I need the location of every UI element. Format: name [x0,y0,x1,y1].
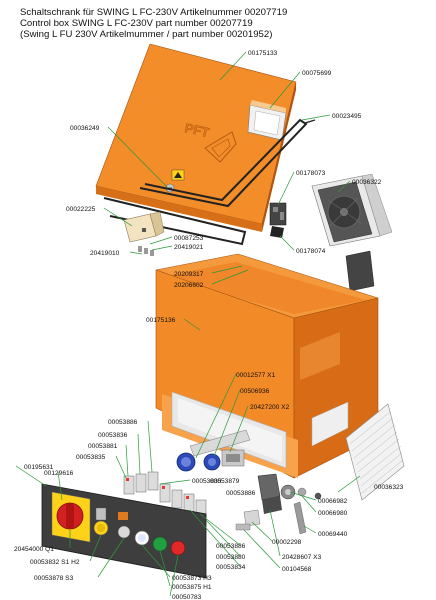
callout-filter-fan: 00036322 [352,179,382,186]
callout-00050783: 00050783 [172,594,202,600]
callout-x3: 20428607 X3 [282,554,322,561]
callout-s3: 00053878 S3 [34,575,74,582]
callout-h2: 00053832 S1 H2 [30,559,80,566]
connector-assembly [176,429,251,472]
pft-logo: PFT [183,120,237,163]
callout-hinge-a: 00178073 [296,170,326,177]
callout-00104568: 00104568 [282,566,312,573]
title-line-1: Schaltschrank für SWING L FC-230V Artike… [20,7,288,18]
leader-lines [15,51,361,597]
callout-00053886-b: 00053886 [226,490,256,497]
callout-00053835-b: 00053835 [192,478,222,485]
callout-00195631: 00195631 [24,464,54,471]
callout-lock: 00036249 [70,125,100,132]
filter-fan [311,173,393,292]
callout-screws-a: 20209317 [174,271,204,278]
callout-hinge-b: 00178074 [296,248,326,255]
callout-din-small-b: 20419021 [174,244,204,251]
callout-din-small-a: 00087253 [174,235,204,242]
callout-h3: 00053873 H3 [172,575,212,582]
callout-door: 00175133 [248,50,278,57]
control-panel [41,483,207,579]
callout-00053886-c: 00053886 [216,543,246,550]
door-gasket [139,118,308,208]
door-logo-text: PFT [183,120,210,140]
callout-grille: 00036323 [374,484,404,491]
callout-enclosure: 00175136 [146,317,176,324]
door: PFT [95,43,297,232]
callout-00053835-a: 00053835 [76,454,106,461]
callout-00053881: 00053881 [88,443,118,450]
callout-labels: 00175133 00075699 00023495 00036249 0017… [14,50,404,600]
callout-x1: 00012577 X1 [236,372,276,379]
callout-h1: 00053875 H1 [172,584,212,591]
callout-00053880: 00053880 [216,554,246,561]
callout-terminal-block: 00022225 [66,206,96,213]
callout-00066982: 00066982 [318,498,348,505]
callout-din-small-c: 20419010 [90,250,120,257]
callout-x2: 20427200 X2 [250,404,290,411]
callout-00053834: 00053834 [216,564,246,571]
callout-00053836: 00053836 [98,432,128,439]
callout-00053886-a: 00053886 [108,419,138,426]
callout-q1: 20454000 Q1 [14,546,54,553]
callout-00002298: 00002298 [272,539,302,546]
connector-x1 [176,452,196,472]
callout-gasket: 00023495 [332,113,362,120]
callout-00069440: 00069440 [318,531,348,538]
callout-screws-b: 20206602 [174,282,204,289]
terminal-block [123,211,165,256]
vent-grille [345,403,405,501]
title-line-2: Control box SWING L FC-230V part number … [20,18,253,29]
callout-window: 00075699 [302,70,332,77]
contact-blocks [123,471,207,519]
window-part [247,100,287,141]
callout-conn-body: 00506936 [240,388,270,395]
hinge-parts [269,202,287,238]
callout-00129616: 00129616 [44,470,74,477]
callout-00053879: 00053879 [210,478,240,485]
main-switch-q1 [56,502,84,530]
connector-x2 [203,453,221,471]
title-line-3: (Swing L FU 230V Artikelmummer / part nu… [20,29,273,40]
callout-00066980: 00066980 [318,510,348,517]
cable-gland-parts [235,473,322,535]
